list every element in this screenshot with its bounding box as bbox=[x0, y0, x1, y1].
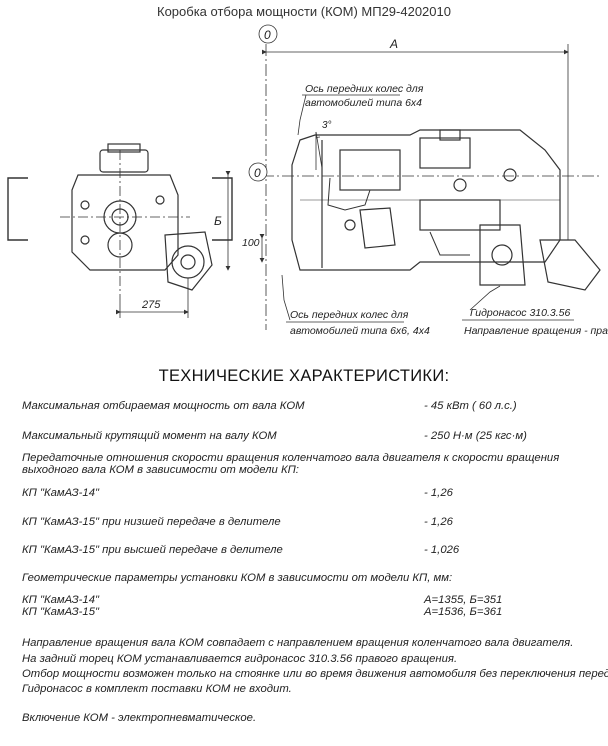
axle-6x6-line1: Ось передних колес для bbox=[290, 309, 409, 321]
ratio-intro-line2: выходного вала КОМ в зависимости от моде… bbox=[22, 464, 299, 476]
dimension-100: 100 bbox=[242, 234, 265, 263]
geom-kp14-label: КП "КамАЗ-14" bbox=[22, 594, 99, 606]
pto-front-view bbox=[60, 143, 213, 300]
max-torque-label: Максимальный крутящий момент на валу КОМ bbox=[22, 430, 277, 442]
ratio-intro-line1: Передаточные отношения скорости вращения… bbox=[22, 452, 560, 464]
gearbox-side-view bbox=[291, 129, 601, 291]
dim-b-label: Б bbox=[214, 214, 222, 228]
dimension-275: 275 bbox=[116, 278, 189, 318]
bracket-left bbox=[7, 177, 233, 241]
note-engagement: Включение КОМ - электропневматическое. bbox=[22, 712, 257, 724]
axle-6x4-line2: автомобилей типа 6х4 bbox=[305, 97, 422, 109]
geom-kp15-value: А=1536, Б=361 bbox=[424, 606, 503, 618]
leader-lines bbox=[281, 94, 574, 323]
dim-a-label: А bbox=[389, 37, 398, 51]
note-power-takeoff: Отбор мощности возможен только на стоянк… bbox=[22, 668, 608, 680]
axle-6x6-line2: автомобилей типа 6х6, 4х4 bbox=[290, 325, 430, 337]
page-title: Коробка отбора мощности (КОМ) МП29-42020… bbox=[157, 4, 451, 19]
technical-drawing: 275 Б 0 0 А 100 bbox=[7, 24, 608, 337]
geom-intro: Геометрические параметры установки КОМ в… bbox=[22, 572, 453, 584]
geom-kp15-label: КП "КамАЗ-15" bbox=[22, 606, 99, 618]
angle-label: 3° bbox=[322, 120, 332, 131]
geom-kp14-value: А=1355, Б=351 bbox=[424, 594, 503, 606]
max-power-value: - 45 кВт ( 60 л.с.) bbox=[424, 400, 517, 412]
kp15-high-label: КП "КамАЗ-15" при высшей передаче в дели… bbox=[22, 544, 283, 556]
max-torque-value: - 250 Н·м (25 кгс·м) bbox=[424, 430, 527, 442]
pump-label: Гидронасос 310.3.56 bbox=[470, 307, 570, 319]
kp15-high-value: - 1,026 bbox=[424, 544, 460, 556]
note-pump-not-included: Гидронасос в комплект поставки КОМ не вх… bbox=[22, 683, 292, 695]
datum-label-top: 0 bbox=[264, 28, 271, 42]
datum-label-side: 0 bbox=[254, 166, 261, 180]
kp15-low-label: КП "КамАЗ-15" при низшей передаче в дели… bbox=[22, 516, 281, 528]
dimension-a: А bbox=[262, 37, 569, 240]
note-pump-mount: На задний торец КОМ устанавливается гидр… bbox=[22, 653, 458, 665]
axle-6x4-line1: Ось передних колес для bbox=[305, 83, 424, 95]
angle-3deg: 3° bbox=[315, 120, 332, 170]
dimension-b: Б bbox=[214, 171, 231, 271]
datum-line: 0 bbox=[248, 24, 600, 330]
dim-100-label: 100 bbox=[242, 237, 260, 249]
kp14-value: - 1,26 bbox=[424, 487, 453, 499]
note-rotation: Направление вращения вала КОМ совпадает … bbox=[22, 637, 574, 649]
kp14-label: КП "КамАЗ-14" bbox=[22, 487, 99, 499]
rotation-label: Направление вращения - правое bbox=[464, 325, 608, 337]
dim-275-label: 275 bbox=[141, 299, 161, 311]
max-power-label: Максимальная отбираемая мощность от вала… bbox=[22, 400, 305, 412]
kp15-low-value: - 1,26 bbox=[424, 516, 453, 528]
specs-heading: ТЕХНИЧЕСКИЕ ХАРАКТЕРИСТИКИ: bbox=[158, 367, 450, 385]
